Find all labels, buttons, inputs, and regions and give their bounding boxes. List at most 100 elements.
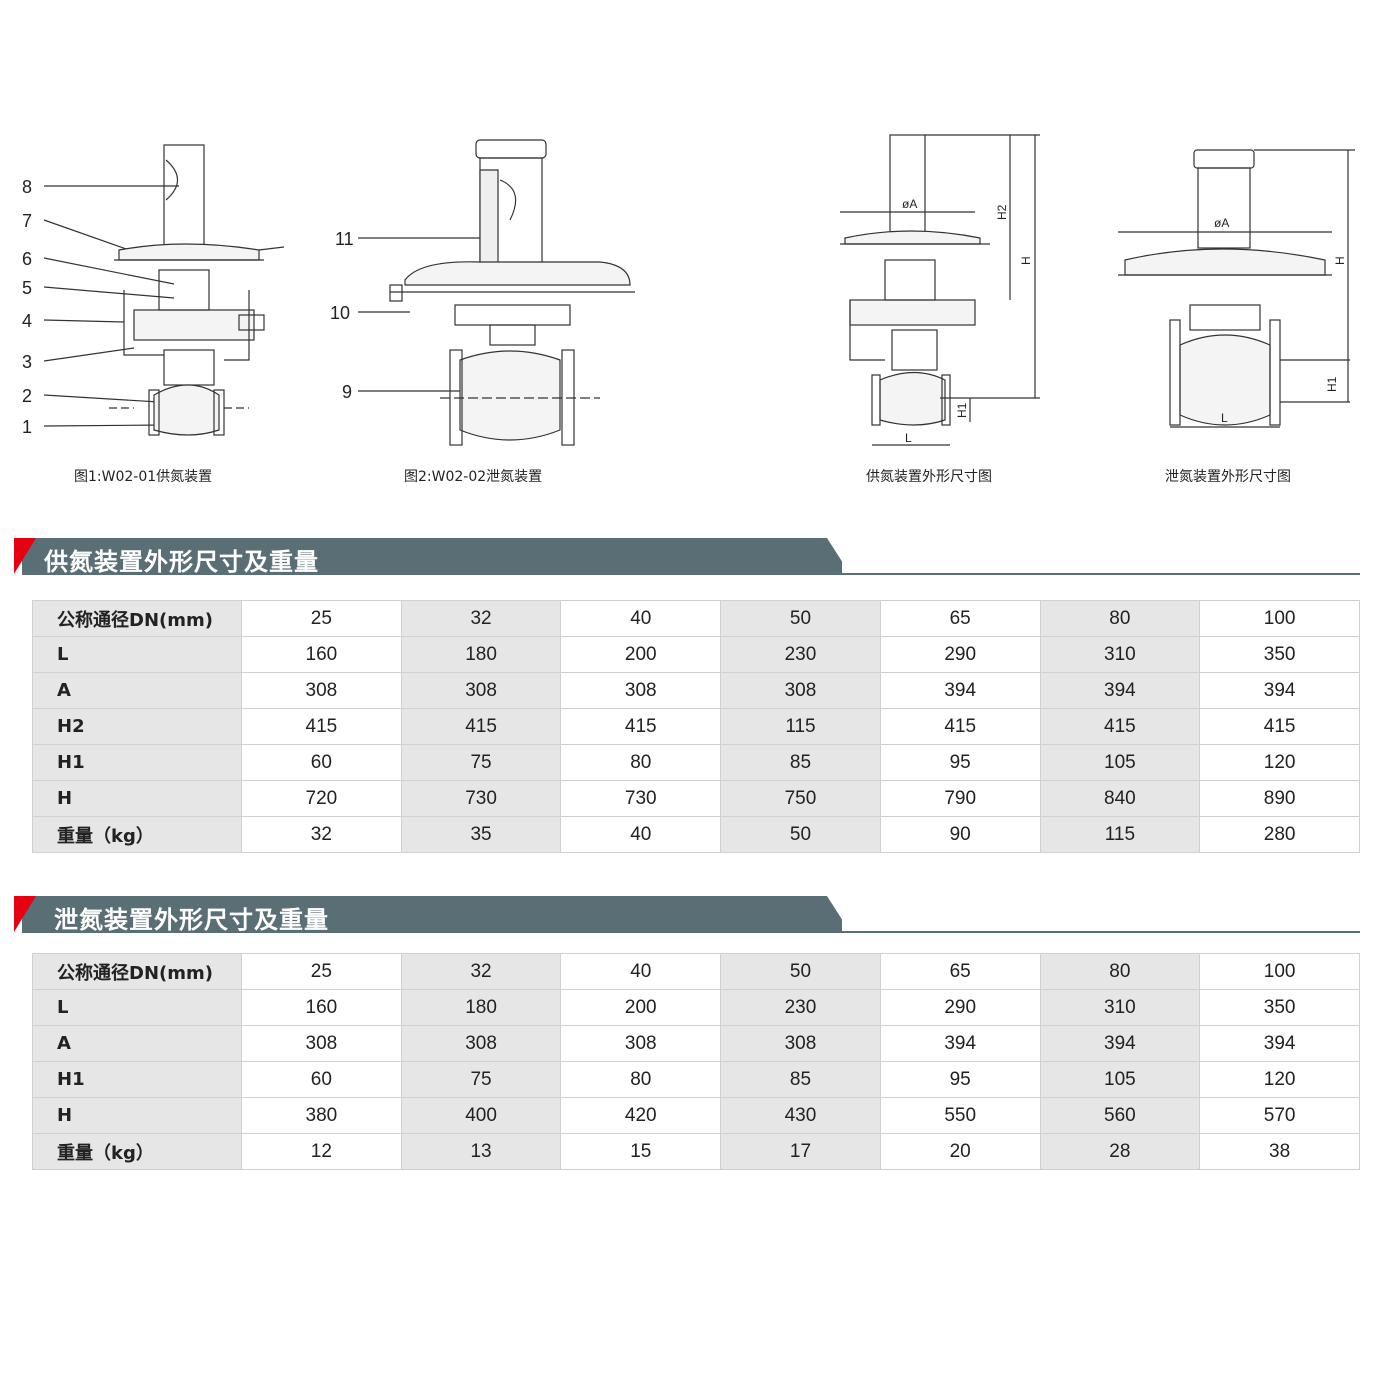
- figure-caption: 图2:W02-02泄氮装置: [404, 469, 543, 485]
- table-cell: 17: [720, 1133, 881, 1170]
- section-title: 供氮装置外形尺寸及重量: [44, 548, 319, 576]
- table-cell: 160: [241, 636, 402, 673]
- table-cell: 38: [1199, 1133, 1360, 1170]
- row-label: H2: [32, 708, 242, 745]
- table-cell: 415: [400, 708, 562, 745]
- figure-release-dimensions: øA H H1 L: [1110, 120, 1360, 450]
- callout-10: 10: [330, 303, 350, 323]
- table-cell: 310: [1039, 636, 1201, 673]
- row-label: L: [32, 636, 242, 673]
- table-cell: 80: [1039, 953, 1201, 990]
- table-cell: 60: [241, 744, 402, 781]
- table-cell: 730: [400, 780, 562, 817]
- table-cell: 415: [1199, 708, 1360, 745]
- table-cell: 350: [1199, 989, 1360, 1026]
- row-label: H: [32, 1097, 242, 1134]
- table-cell: 120: [1199, 1061, 1360, 1098]
- section-header-release: 泄氮装置外形尺寸及重量: [14, 896, 1360, 936]
- table-cell: 308: [560, 1025, 722, 1062]
- dim-A: øA: [902, 197, 917, 211]
- row-label: A: [32, 1025, 242, 1062]
- table-cell: 400: [400, 1097, 562, 1134]
- callout-2: 2: [22, 386, 32, 406]
- table-cell: 790: [879, 780, 1041, 817]
- section-title: 泄氮装置外形尺寸及重量: [54, 906, 329, 934]
- dim-H: H: [1333, 256, 1347, 265]
- callout-6: 6: [22, 249, 32, 269]
- row-label: L: [32, 989, 242, 1026]
- table-cell: 32: [241, 816, 402, 853]
- table-cell: 28: [1039, 1133, 1201, 1170]
- table-cell: 85: [720, 744, 881, 781]
- table-cell: 290: [879, 989, 1041, 1026]
- table-cell: 840: [1039, 780, 1201, 817]
- table-cell: 85: [720, 1061, 881, 1098]
- table-cell: 180: [400, 636, 562, 673]
- table-cell: 420: [560, 1097, 722, 1134]
- banner-bar: [22, 538, 842, 574]
- table-cell: 308: [400, 672, 562, 709]
- section-header-supply: 供氮装置外形尺寸及重量: [14, 538, 1360, 578]
- table-cell: 720: [241, 780, 402, 817]
- banner-bar: [22, 896, 842, 932]
- table-cell: 415: [879, 708, 1041, 745]
- table-cell: 115: [1039, 816, 1201, 853]
- dim-L: L: [1221, 411, 1228, 425]
- row-label: H1: [32, 744, 242, 781]
- table-cell: 394: [1199, 672, 1360, 709]
- banner-rule: [22, 573, 1360, 575]
- table-cell: 394: [879, 672, 1041, 709]
- table-cell: 560: [1039, 1097, 1201, 1134]
- table-cell: 50: [720, 816, 881, 853]
- table-cell: 308: [241, 672, 402, 709]
- row-label: A: [32, 672, 242, 709]
- table-cell: 415: [560, 708, 722, 745]
- dim-H1: H1: [1325, 376, 1339, 392]
- row-label: 重量（kg）: [32, 816, 242, 853]
- table-cell: 75: [400, 744, 562, 781]
- table-cell: 40: [560, 600, 722, 637]
- table-cell: 13: [400, 1133, 562, 1170]
- table-cell: 90: [879, 816, 1041, 853]
- callout-11: 11: [335, 229, 354, 249]
- table-cell: 50: [720, 600, 881, 637]
- callout-8: 8: [22, 177, 32, 197]
- table-cell: 180: [400, 989, 562, 1026]
- banner-accent: [14, 896, 36, 932]
- banner-accent: [14, 538, 36, 574]
- callout-3: 3: [22, 352, 32, 372]
- callout-4: 4: [22, 311, 32, 331]
- callout-1: 1: [22, 417, 32, 437]
- table-cell: 308: [720, 1025, 881, 1062]
- table-cell: 550: [879, 1097, 1041, 1134]
- table-cell: 105: [1039, 1061, 1201, 1098]
- table-cell: 394: [1199, 1025, 1360, 1062]
- table-cell: 40: [560, 953, 722, 990]
- table-cell: 394: [1039, 672, 1201, 709]
- banner-rule: [22, 931, 1360, 933]
- table-cell: 200: [560, 989, 722, 1026]
- table-cell: 25: [241, 953, 402, 990]
- callout-7: 7: [22, 211, 32, 231]
- dim-H1: H1: [955, 402, 969, 418]
- table-cell: 40: [560, 816, 722, 853]
- table-cell: 115: [720, 708, 881, 745]
- table-cell: 308: [560, 672, 722, 709]
- table-cell: 230: [720, 636, 881, 673]
- table-cell: 65: [879, 600, 1041, 637]
- row-label: H: [32, 780, 242, 817]
- table-cell: 160: [241, 989, 402, 1026]
- table-cell: 308: [241, 1025, 402, 1062]
